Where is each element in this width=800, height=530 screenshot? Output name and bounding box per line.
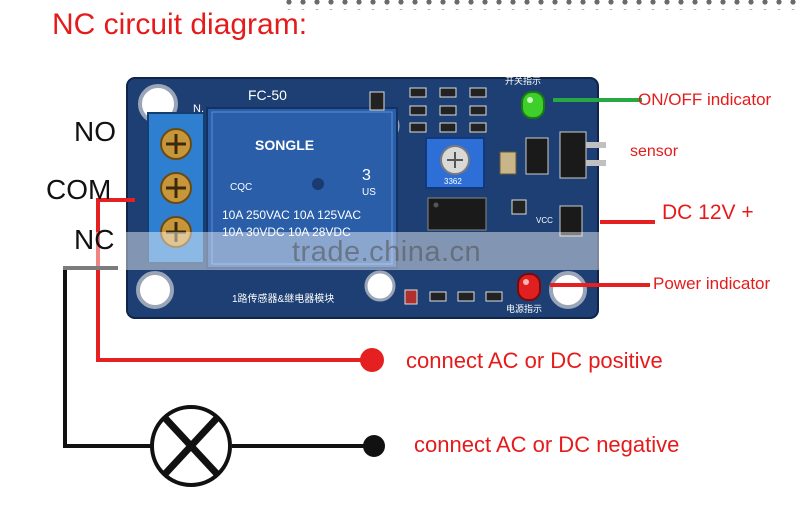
negative-terminal-dot <box>363 435 385 457</box>
dc12v-label: DC 12V + <box>662 201 754 224</box>
mount-hole <box>136 271 174 309</box>
board-model: FC-50 <box>248 87 287 103</box>
sensor-label: sensor <box>630 143 679 160</box>
watermark-band <box>0 232 800 270</box>
onoff-indicator-label: ON/OFF indicator <box>638 90 772 109</box>
relay: SONGLE CQC 3 US 10A 250VAC 10A 125VAC 10… <box>206 107 398 269</box>
mount-hole <box>364 270 396 302</box>
relay-cert: US <box>362 187 376 198</box>
mount-hole <box>549 271 587 309</box>
dotted-border <box>282 0 800 10</box>
relay-cqc: CQC <box>230 182 252 193</box>
positive-wire <box>96 198 370 362</box>
page-title: NC circuit diagram: <box>52 8 308 41</box>
vcc-label: VCC <box>536 216 553 225</box>
relay-rating-2: 10A 30VDC 10A 28VDC <box>222 225 351 239</box>
n-mark: N. <box>193 103 204 115</box>
watermark: trade.china.cn <box>292 236 482 268</box>
potentiometer-icon: 3362 <box>425 137 485 189</box>
relay-number: 3 <box>362 167 371 184</box>
terminal-screw-icon <box>160 216 192 248</box>
led-icon <box>517 273 541 301</box>
board-description-cn: 1路传感器&继电器模块 <box>232 292 334 305</box>
power-indicator-cn: 电源指示 <box>506 303 542 314</box>
relay-module-board: SONGLE CQC 3 US 10A 250VAC 10A 125VAC 10… <box>126 75 606 319</box>
negative-connection-label: connect AC or DC negative <box>414 432 680 457</box>
pot-code: 3362 <box>444 177 462 186</box>
sensor-header <box>525 131 606 179</box>
power-indicator-label: Power indicator <box>653 274 771 293</box>
positive-terminal-dot <box>360 348 384 372</box>
negative-wire-left <box>63 266 152 448</box>
relay-brand: SONGLE <box>255 137 314 153</box>
terminal-label-no: NO <box>74 116 116 147</box>
switch-indicator-cn: 开关指示 <box>505 75 541 86</box>
positive-connection-label: connect AC or DC positive <box>406 348 663 373</box>
led-icon <box>521 91 545 119</box>
terminal-label-nc: NC <box>74 224 115 255</box>
terminal-screw-icon <box>160 128 192 160</box>
ic-chip <box>427 197 487 231</box>
terminal-screw-icon <box>160 172 192 204</box>
relay-rating-1: 10A 250VAC 10A 125VAC <box>222 208 361 222</box>
smd-components <box>369 87 527 305</box>
dc-header: VCC <box>536 205 583 237</box>
lamp-icon <box>150 405 232 487</box>
terminal-block <box>147 112 205 264</box>
terminal-label-com: COM <box>46 174 112 205</box>
